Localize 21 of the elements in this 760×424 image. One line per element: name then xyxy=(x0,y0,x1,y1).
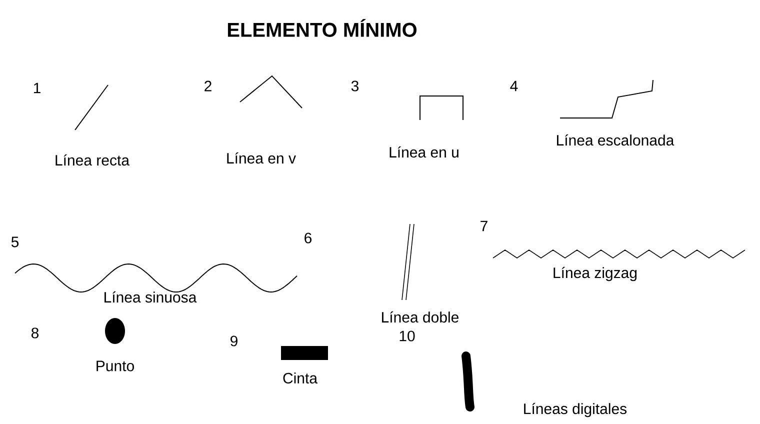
element-label: Línea sinuosa xyxy=(104,291,197,303)
element-label: Líneas digitales xyxy=(524,402,627,418)
element-label: Cinta xyxy=(283,372,318,384)
callout-number: 10 xyxy=(400,330,415,342)
element-label: Línea en u xyxy=(390,146,458,158)
callout-number: 6 xyxy=(304,232,312,244)
callout-number: 9 xyxy=(230,336,238,346)
element-label: Línea en v xyxy=(227,152,296,164)
callout-number: 2 xyxy=(204,80,212,92)
element-label: Punto xyxy=(96,360,134,372)
callout-number: 1 xyxy=(34,82,40,94)
element-label: Línea escalonada xyxy=(557,134,674,146)
callout-number: 3 xyxy=(351,80,359,92)
element-label: Línea zigzag xyxy=(554,266,637,282)
element-label: Línea recta xyxy=(56,154,130,166)
callout-number: 8 xyxy=(32,328,39,338)
callout-number: 7 xyxy=(480,220,488,232)
title: ELEMENTO MÍNIMO xyxy=(228,19,417,37)
callout-number: 5 xyxy=(11,236,19,248)
element-label: Línea doble xyxy=(382,311,458,323)
callout-number: 4 xyxy=(510,80,518,92)
